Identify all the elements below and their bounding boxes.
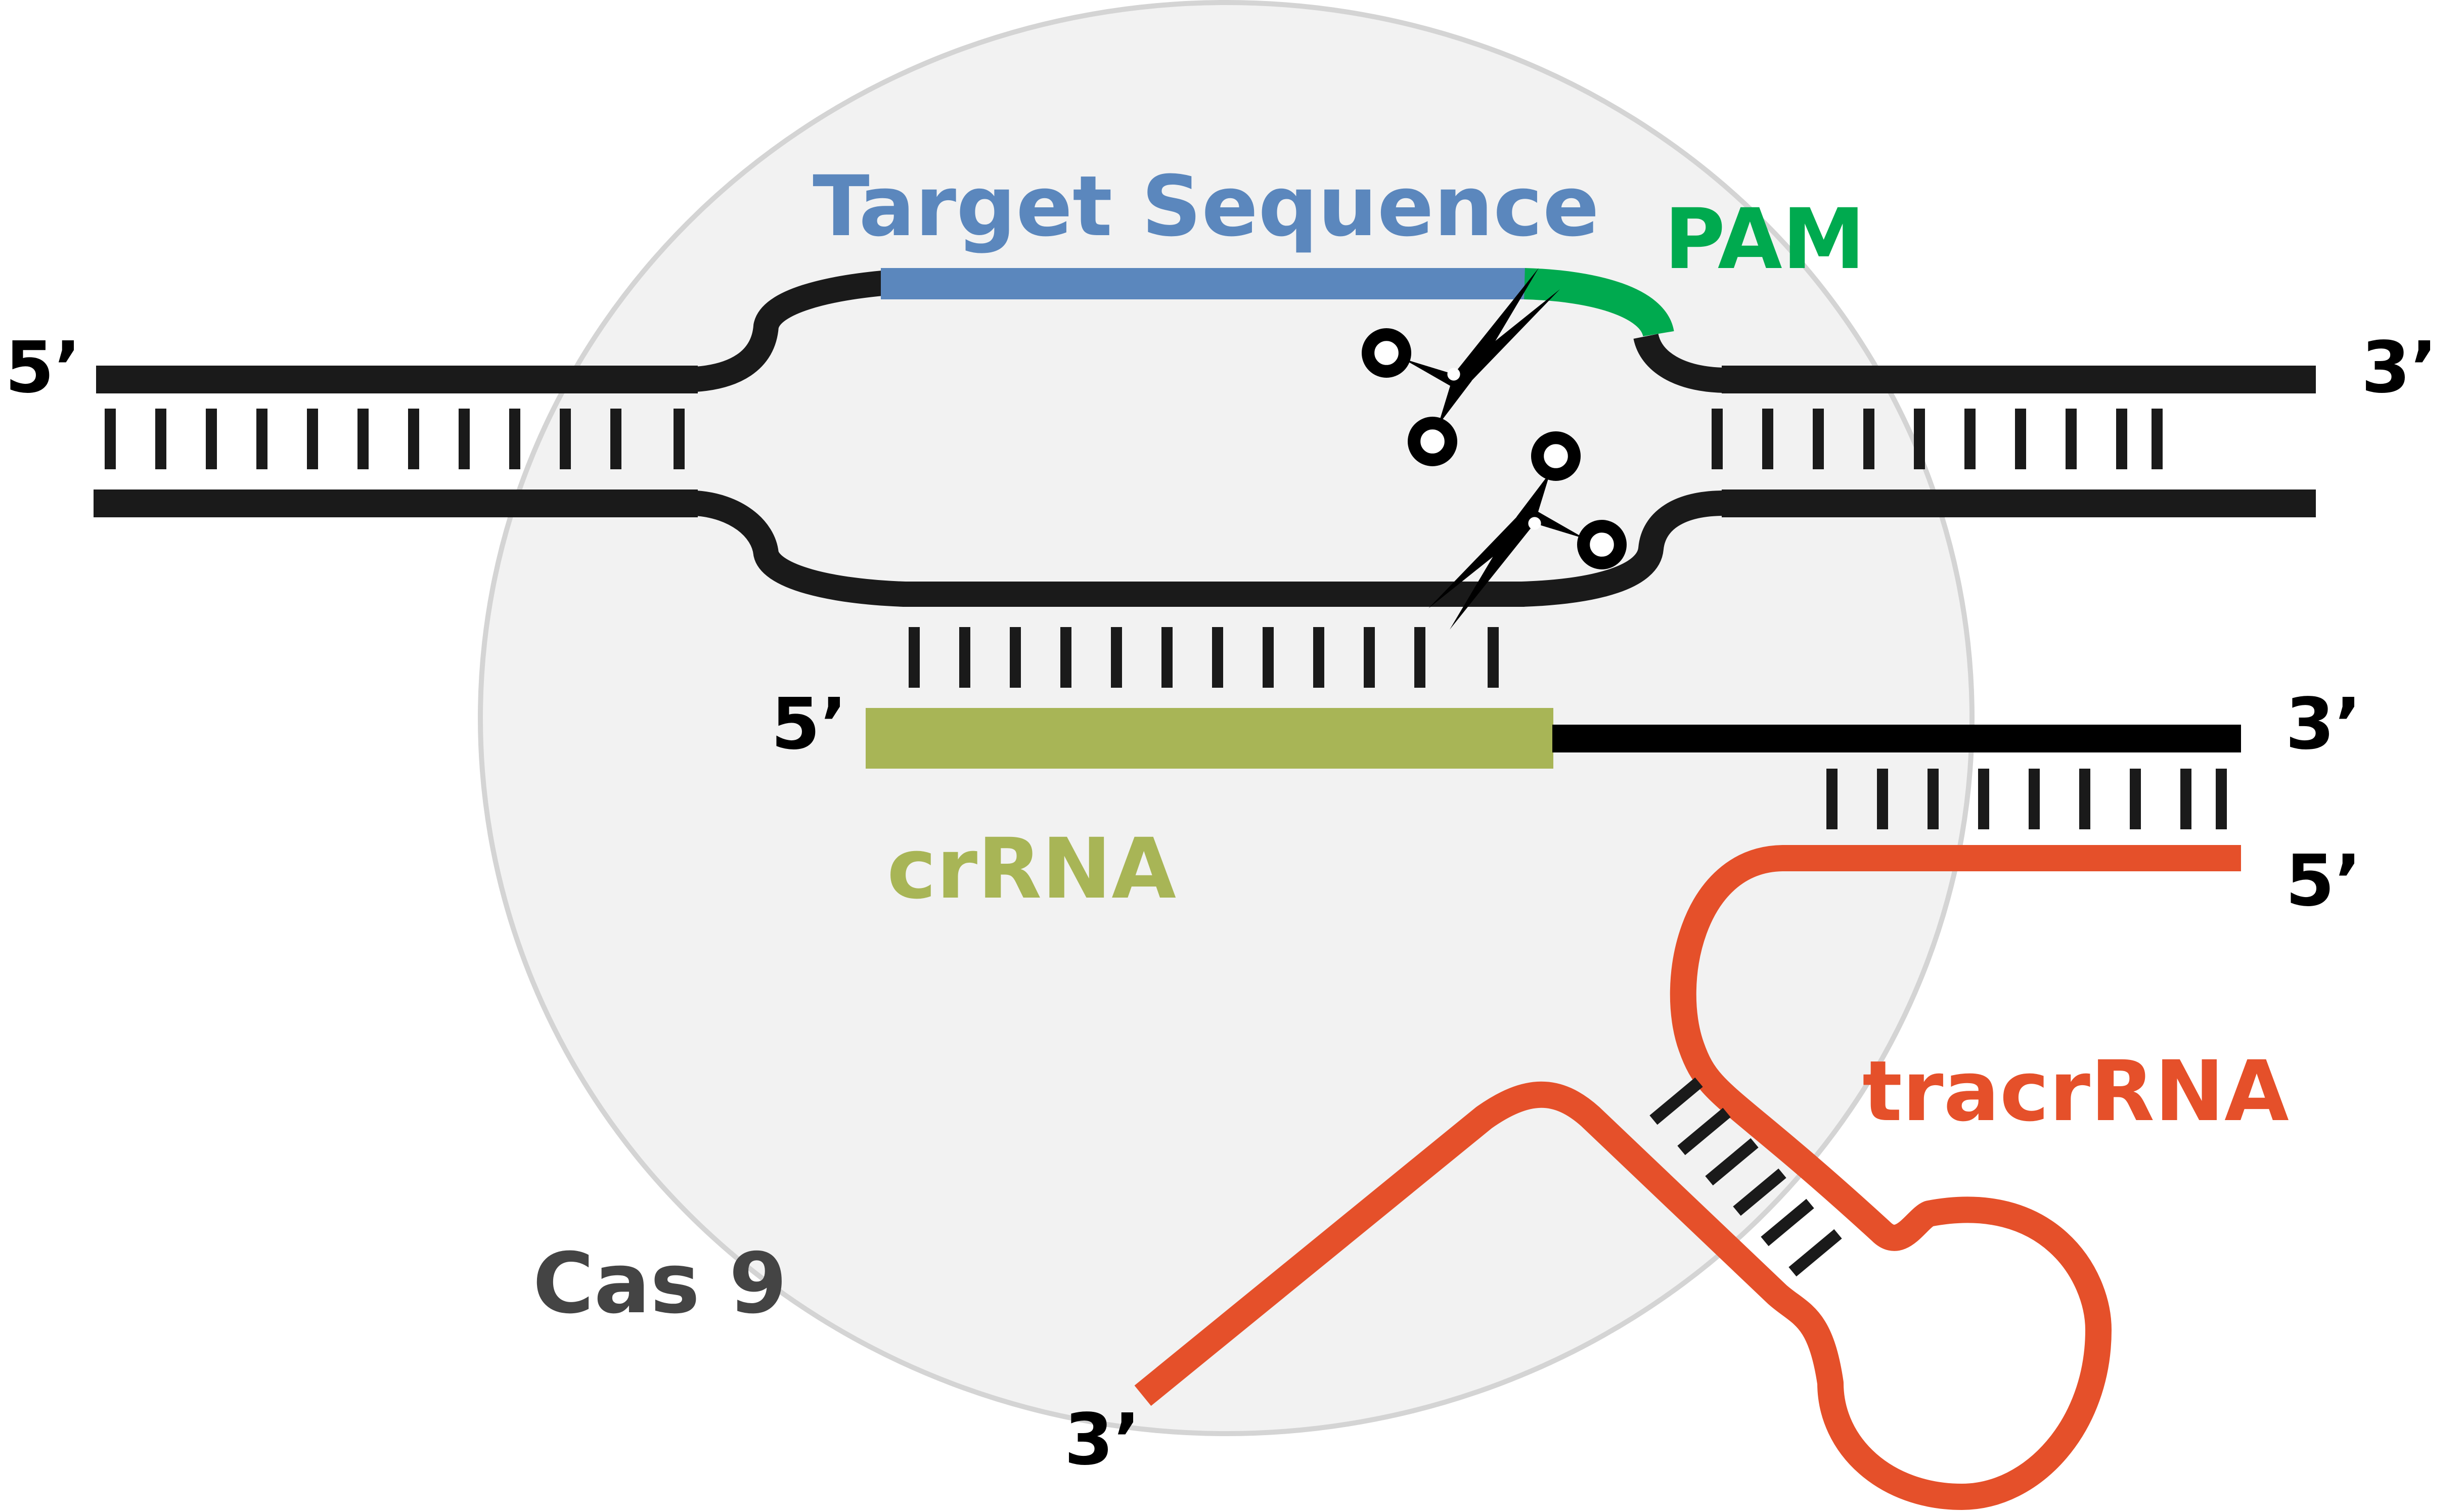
label-cas9: Cas 9 bbox=[533, 1235, 787, 1332]
label-crrna: crRNA bbox=[887, 820, 1176, 917]
crrna-tail bbox=[1552, 725, 2241, 752]
pam-strand bbox=[1524, 268, 1674, 338]
dna-bottom-strand-bubble-left bbox=[694, 491, 906, 607]
label-top-left-5prime: 5’ bbox=[5, 327, 81, 409]
base-pairs-crrna-tracrrna bbox=[1826, 769, 2227, 829]
label-target-sequence: Target Sequence bbox=[813, 158, 1599, 255]
base-pairs-tracrrna-stem bbox=[1649, 1077, 1842, 1277]
label-crrna-5prime: 5’ bbox=[771, 683, 847, 766]
dna-top-strand-right bbox=[1722, 366, 2316, 393]
dna-top-strand-left bbox=[96, 366, 698, 393]
base-pairs-left bbox=[105, 409, 685, 469]
dna-bottom-strand-middle bbox=[903, 582, 1525, 607]
label-tracrrna-5prime: 5’ bbox=[2286, 840, 2362, 922]
label-pam: PAM bbox=[1664, 191, 1865, 288]
dna-bottom-strand-bubble-right bbox=[1521, 491, 1725, 607]
dna-top-strand-bubble-left bbox=[694, 271, 884, 392]
dna-bottom-strand-right bbox=[1722, 490, 2316, 517]
dna-bottom-strand-left bbox=[94, 490, 698, 517]
label-tracrrna: tracrRNA bbox=[1862, 1043, 2289, 1140]
dna-top-strand-bubble-right bbox=[1633, 333, 1725, 393]
label-crrna-3prime: 3’ bbox=[2286, 683, 2362, 766]
base-pairs-right bbox=[1712, 409, 2163, 469]
label-top-right-3prime: 3’ bbox=[2361, 327, 2438, 409]
label-tracrrna-3prime: 3’ bbox=[1064, 1399, 1141, 1481]
crrna-strand bbox=[866, 708, 1553, 769]
tracrrna-strand bbox=[1134, 845, 2241, 1510]
target-sequence-strand bbox=[881, 268, 1526, 299]
base-pairs-target-crrna bbox=[909, 627, 1499, 688]
